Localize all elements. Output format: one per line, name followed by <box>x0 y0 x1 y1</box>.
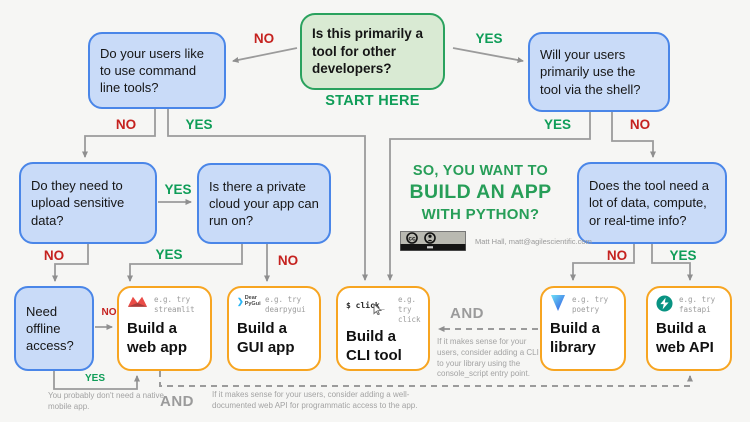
outcome-web-app-box: e.g. try streamlit Build a web app <box>117 286 212 371</box>
title-line-1: SO, YOU WANT TO <box>412 163 549 179</box>
start-question-text: Is this primarily a tool for other devel… <box>312 25 424 77</box>
example-lib-text: e.g. try poetry <box>572 295 609 315</box>
question-sensitive-data-box: Do they need to upload sensitive data? <box>19 162 157 244</box>
label-start-no: NO <box>253 31 275 46</box>
cc-license-badge: cc <box>400 231 466 256</box>
example-lib-text: e.g. try streamlit <box>154 295 195 315</box>
question-shell-text: Will your users primarily use the tool v… <box>540 47 641 97</box>
title-line-3: WITH PYTHON? <box>421 206 540 223</box>
label-shell-yes: YES <box>543 117 571 132</box>
outcome-library-box: e.g. try poetry Build a library <box>540 286 626 371</box>
start-question-box: Is this primarily a tool for other devel… <box>300 13 445 90</box>
and-label-right: AND <box>450 305 484 322</box>
outcome-web-app-label: Build a web app <box>127 320 188 356</box>
outcome-web-api-label: Build a web API <box>656 320 714 356</box>
label-private-cloud-no: NO <box>277 253 299 268</box>
question-shell-box: Will your users primarily use the tool v… <box>528 32 670 112</box>
note-mobile: You probably don't need a native mobile … <box>48 391 164 411</box>
question-offline-text: Need offline access? <box>26 303 74 354</box>
outcome-library-label: Build a library <box>550 320 601 356</box>
question-private-cloud-text: Is there a private cloud your app can ru… <box>209 178 319 229</box>
label-shell-no: NO <box>629 117 651 132</box>
note-web-api: If it makes sense for your users, consid… <box>212 390 418 410</box>
outcome-cli-tool-box: $ click_ e.g. try click Build a CLI tool <box>336 286 430 371</box>
label-offline-no: NO <box>101 307 117 318</box>
question-offline-box: Need offline access? <box>14 286 94 371</box>
example-lib-text: e.g. try dearpygui <box>265 295 306 315</box>
click-icon: $ click_ <box>346 295 392 317</box>
label-sensitive-yes: YES <box>164 182 192 197</box>
poetry-icon <box>550 295 566 317</box>
outcome-gui-app-box: ❯ Dear PyGui e.g. try dearpygui Build a … <box>227 286 321 371</box>
outcome-cli-tool-label: Build a CLI tool <box>346 328 402 365</box>
question-sensitive-data-text: Do they need to upload sensitive data? <box>31 178 125 228</box>
label-data-compute-yes: YES <box>669 248 697 263</box>
label-private-cloud-yes: YES <box>155 247 183 262</box>
label-offline-yes: YES <box>84 373 105 384</box>
question-cli-users-box: Do your users like to use command line t… <box>88 32 226 109</box>
outcome-web-api-box: e.g. try fastapi Build a web API <box>646 286 732 371</box>
label-cli-users-no: NO <box>115 117 137 132</box>
fastapi-icon <box>656 295 673 317</box>
svg-text:cc: cc <box>408 235 416 242</box>
and-label-bottom: AND <box>160 393 194 410</box>
label-cli-users-yes: YES <box>185 117 213 132</box>
label-start-yes: YES <box>475 31 503 46</box>
label-data-compute-no: NO <box>606 248 628 263</box>
question-data-compute-box: Does the tool need a lot of data, comput… <box>577 162 727 244</box>
note-cli: If it makes sense for your users, consid… <box>437 337 539 379</box>
start-here-label: START HERE <box>325 93 420 109</box>
example-lib-text: e.g. try fastapi <box>679 295 716 315</box>
title-line-2: BUILD AN APP <box>409 181 552 203</box>
question-private-cloud-box: Is there a private cloud your app can ru… <box>197 163 331 244</box>
attribution-text: Matt Hall, matt@agilescientific.com <box>475 237 592 246</box>
streamlit-icon <box>127 295 148 313</box>
example-lib-text: e.g. try click <box>398 295 421 325</box>
question-data-compute-text: Does the tool need a lot of data, comput… <box>589 178 709 228</box>
question-cli-users-text: Do your users like to use command line t… <box>100 45 205 96</box>
outcome-gui-app-label: Build a GUI app <box>237 320 295 356</box>
cursor-pointer-icon <box>373 302 383 320</box>
dearpygui-icon: ❯ Dear PyGui <box>237 295 261 308</box>
label-sensitive-no: NO <box>43 248 65 263</box>
